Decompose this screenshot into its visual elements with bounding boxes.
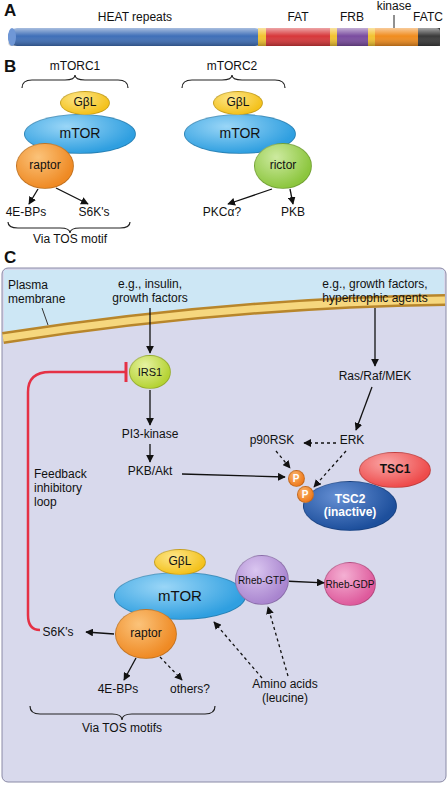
node-label: mTOR — [158, 588, 202, 605]
signal-arrow — [290, 189, 293, 204]
kinase-name: PKB/Akt — [115, 465, 185, 479]
domain-name: FAT — [278, 11, 318, 25]
protein-circle: raptor — [16, 143, 74, 189]
node-label: P — [302, 489, 309, 500]
gtpase-circle: Rheb-GTP — [235, 555, 289, 605]
phosphate-circle: P — [297, 486, 314, 503]
phosphate-circle: P — [288, 470, 305, 487]
inhibition-bar — [125, 362, 128, 382]
signal-arrow — [124, 658, 136, 680]
signal-arrow — [149, 444, 150, 462]
node-label: GβL — [227, 96, 250, 109]
plasma-membrane — [3, 300, 445, 338]
domain-name: HEAT repeats — [85, 11, 185, 25]
leader-line — [394, 15, 395, 28]
node-label: GβL — [74, 96, 97, 109]
bar-end-cap — [8, 28, 16, 46]
substrate-name: S6K's — [28, 626, 88, 640]
domain-name: FRB — [332, 11, 372, 25]
complex-bracket — [182, 75, 285, 88]
dashed-arrow — [304, 442, 336, 443]
node-label: Rheb-GTP — [238, 575, 286, 586]
node-label: IRS1 — [138, 366, 162, 378]
panel-letter: B — [4, 57, 24, 77]
node-label: raptor — [130, 627, 161, 640]
structure-name: Plasma membrane — [8, 279, 70, 307]
gtpase-circle: Rheb-GDP — [324, 562, 376, 606]
complex-bracket — [22, 75, 128, 88]
protein-ellipse: GβL — [154, 549, 206, 575]
stimulus-note: e.g., growth factors, hypertrophic agent… — [310, 278, 440, 306]
protein-circle: IRS1 — [129, 355, 171, 389]
node-label: P — [293, 473, 300, 484]
feedback-inhibition-line — [28, 372, 125, 630]
nutrient-note: Amino acids (leucine) — [235, 678, 335, 706]
node-label: TSC2 (inactive) — [315, 493, 385, 519]
signal-arrow — [356, 387, 372, 430]
dashed-arrow — [268, 607, 288, 676]
loop-note: Feedback inhibitory loop — [34, 468, 100, 509]
protein-circle: raptor — [115, 609, 177, 659]
substrate-name: others? — [160, 683, 220, 697]
substrate-name: 4E-BPs — [88, 683, 148, 697]
signal-arrow — [56, 188, 88, 204]
kinase-name: p90RSK — [242, 434, 302, 448]
dashed-arrow — [160, 657, 182, 680]
domain-name: FATC — [408, 11, 448, 25]
panel-letter: C — [4, 248, 24, 268]
protein-ellipse: TSC2 (inactive) — [303, 481, 397, 531]
signal-arrow — [182, 474, 285, 477]
signal-arrow — [149, 390, 150, 425]
signal-arrow — [149, 308, 150, 353]
extracellular-space — [4, 270, 444, 338]
signal-arrow — [374, 308, 375, 366]
motif-note: Via TOS motif — [10, 233, 130, 247]
protein-ellipse: GβL — [213, 91, 263, 115]
connector-arrow — [289, 581, 324, 583]
complex-name: mTORC1 — [35, 60, 115, 74]
panel-letter: A — [4, 1, 24, 21]
membrane-core — [3, 300, 445, 338]
domain-name: kinase — [369, 0, 419, 14]
substrate-name: PKCα? — [192, 206, 252, 220]
protein-circle: rictor — [254, 143, 312, 189]
node-label: TSC1 — [380, 463, 411, 476]
kinase-name: ERK — [332, 434, 372, 448]
protein-ellipse: TSC1 — [359, 452, 431, 488]
node-label: mTOR — [60, 126, 101, 141]
motif-bracket — [30, 706, 215, 720]
node-label: Rheb-GDP — [326, 579, 375, 590]
node-label: rictor — [270, 159, 297, 172]
complex-name: mTORC2 — [192, 60, 272, 74]
pathway-name: Ras/Raf/MEK — [325, 370, 425, 384]
bar-shading — [8, 28, 440, 46]
substrate-name: PKB — [263, 206, 323, 220]
substrate-name: 4E-BPs — [0, 206, 56, 220]
cell-panel — [2, 268, 446, 782]
substrate-name: S6K's — [64, 206, 124, 220]
node-label: raptor — [29, 159, 60, 172]
motif-bracket — [8, 222, 130, 233]
leader-line — [42, 308, 48, 325]
stimulus-note: e.g., insulin, growth factors — [100, 278, 200, 306]
dashed-arrow — [214, 622, 262, 678]
signal-arrow — [29, 189, 38, 204]
node-label: mTOR — [220, 126, 261, 141]
protein-ellipse: GβL — [60, 91, 110, 115]
signal-arrow — [228, 189, 272, 204]
dashed-arrow — [276, 451, 290, 468]
kinase-name: PI3-kinase — [105, 428, 195, 442]
motif-note: Via TOS motifs — [52, 722, 192, 736]
signal-arrow — [86, 632, 114, 634]
node-label: GβL — [169, 555, 192, 568]
